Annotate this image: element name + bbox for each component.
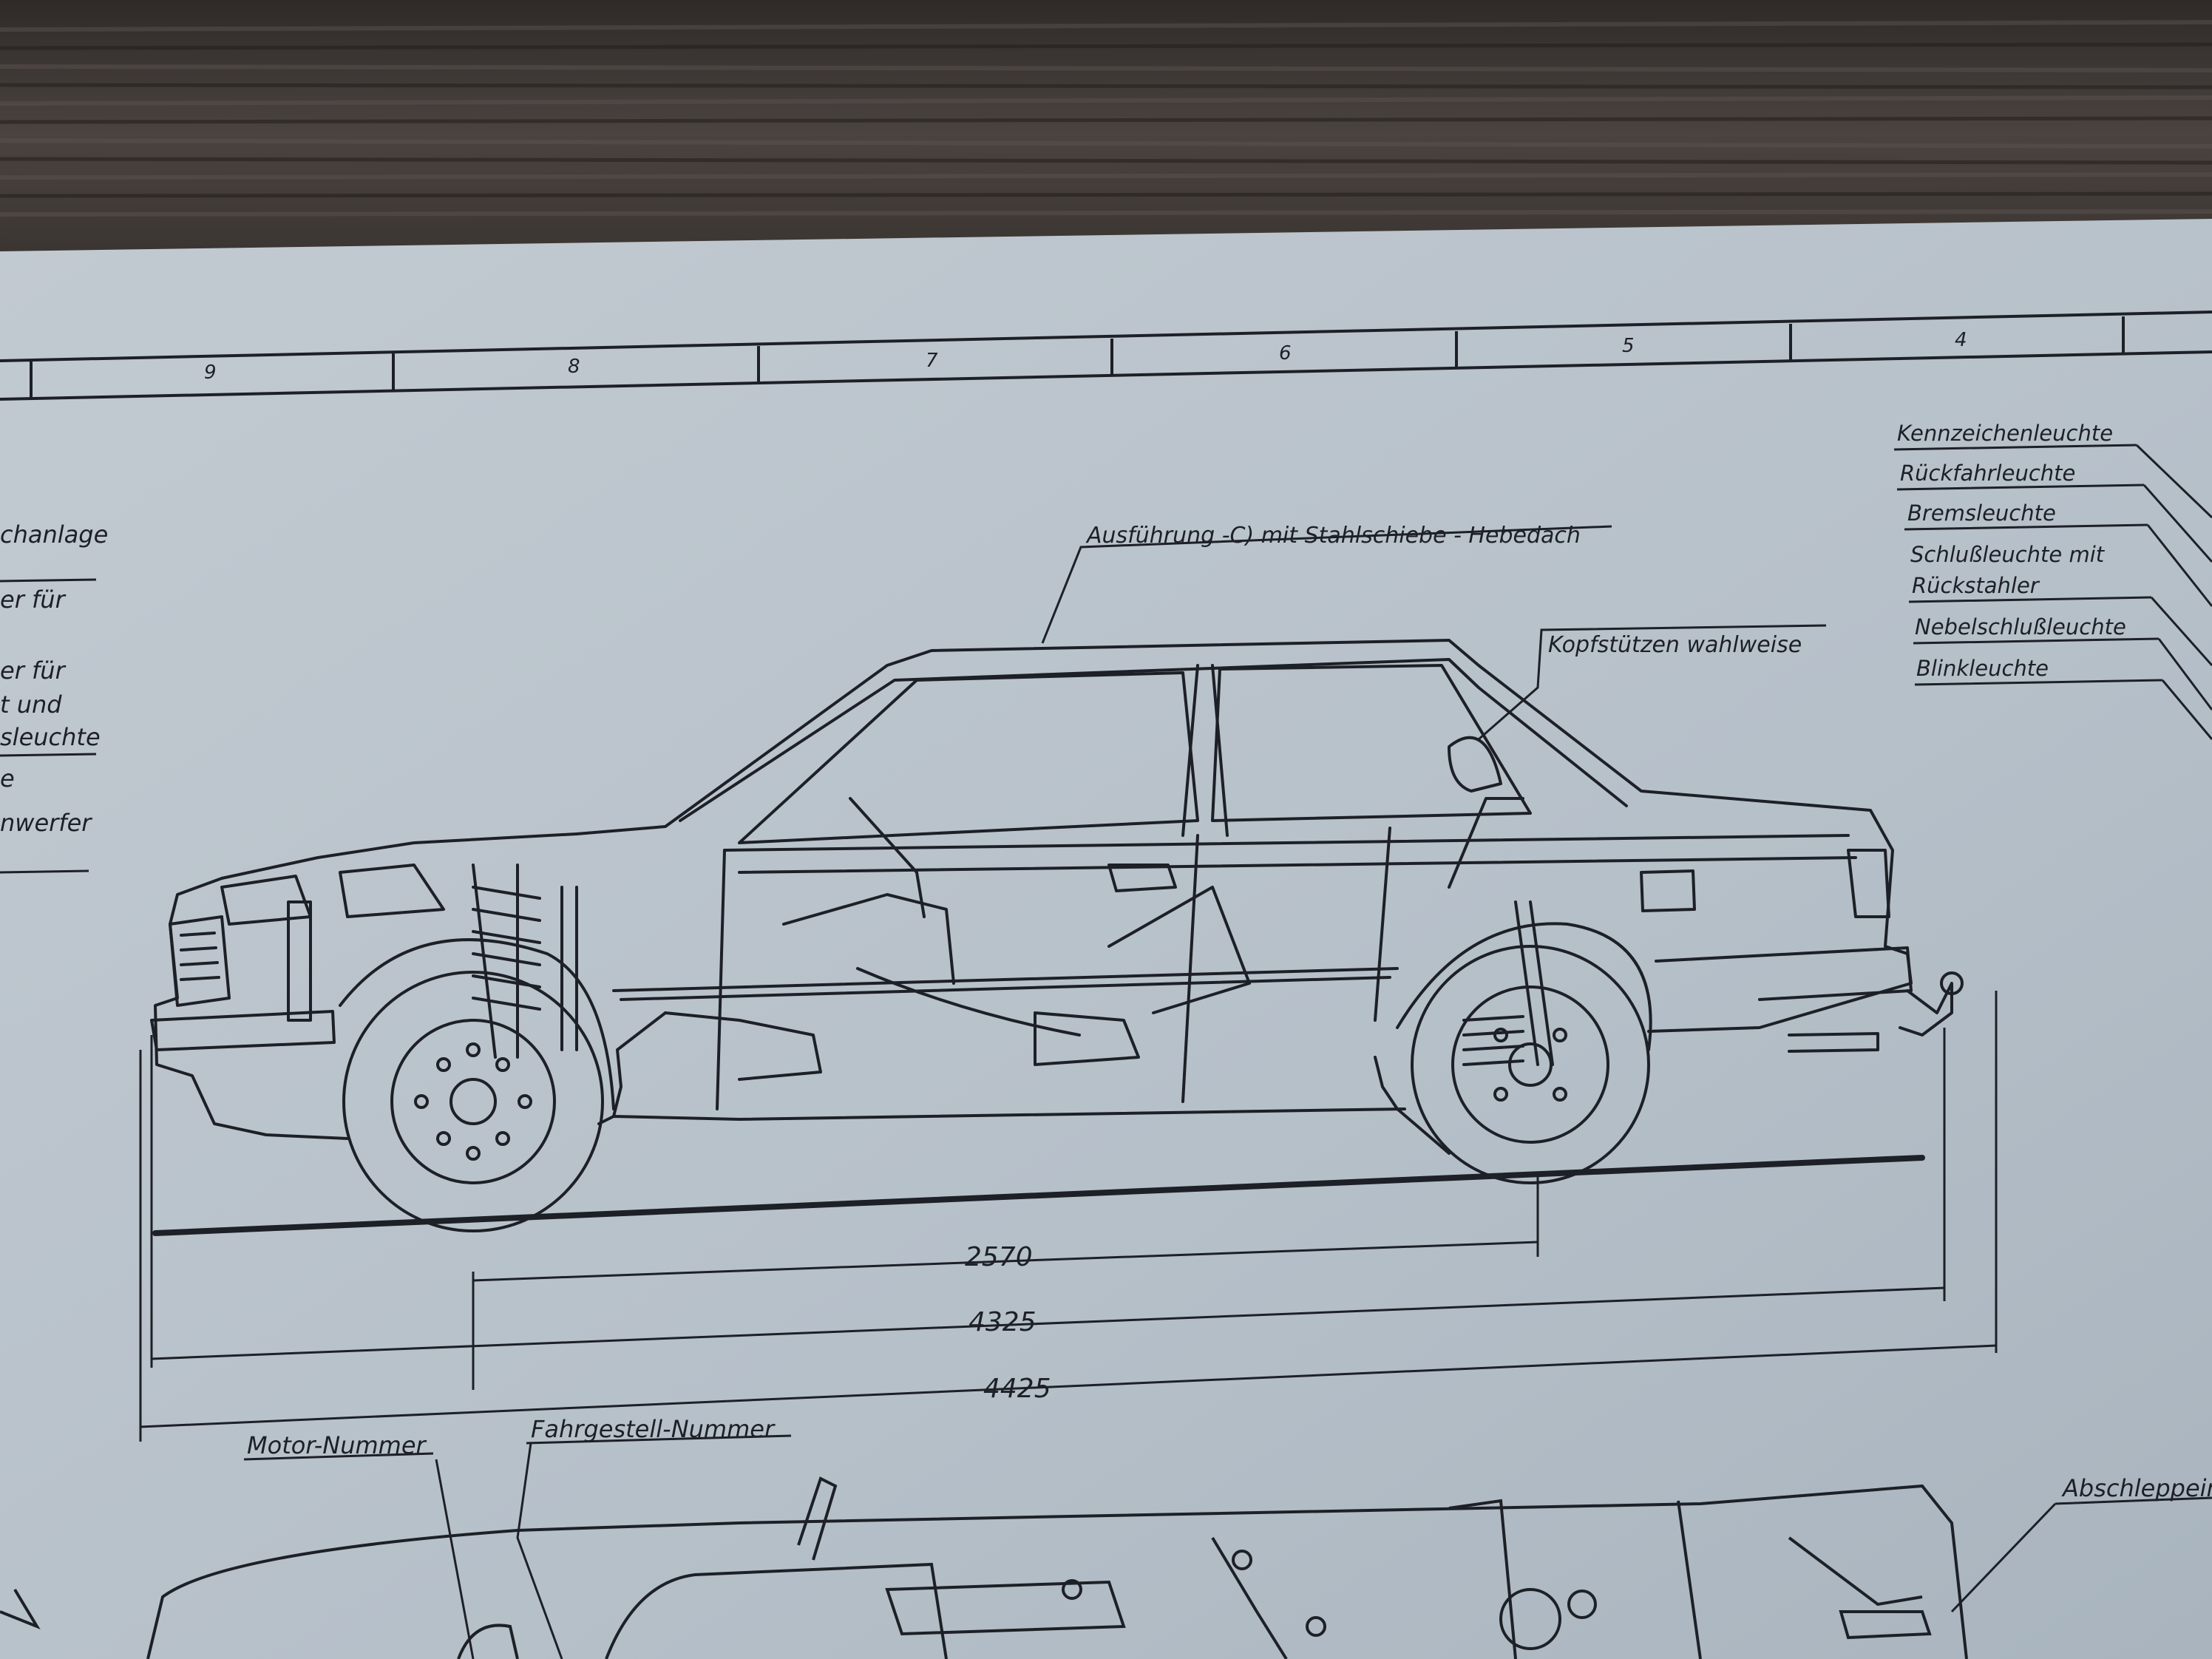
grid-number: 9 [204,362,217,384]
headrest-callout: Kopfstützen wahlweise [1478,624,1827,741]
left-label: t und [0,691,62,719]
grid-number: 4 [1955,329,1967,351]
roof-callout: Ausführung -C) mit Stahlschiebe - Hebeda… [1041,523,1612,644]
car-side-view [150,639,1964,1236]
rear-light-label: Rückfahrleuchte [1900,461,2075,486]
body-length-dimension: 4325 [968,1307,1037,1337]
rear-light-label: Kennzeichenleuchte [1897,421,2113,446]
grid-number: 6 [1279,342,1292,364]
left-labels: chanlage er für er für t und sleuchte e … [0,520,108,874]
left-label: e [0,764,15,793]
grid-bar [0,311,2212,401]
wheelbase-dimension: 2570 [965,1242,1033,1272]
dimension-values: 2570 4325 4425 [965,1242,1051,1404]
rear-light-label: Rückstahler [1912,573,2040,598]
wooden-table [0,0,2212,266]
tow-label: Abschleppein [2061,1474,2212,1502]
grid-number: 8 [568,356,580,378]
left-label: sleuchte [0,723,101,751]
bottom-drawing [0,1476,1968,1659]
left-label: er für [0,657,67,685]
grid-number: 5 [1622,335,1635,357]
left-label: er für [0,586,67,614]
rear-light-label: Schlußleuchte mit [1910,542,2106,567]
grid-numbers: 9 8 7 6 5 4 [204,329,1967,384]
roof-callout-label: Ausführung -C) mit Stahlschiebe - Hebeda… [1085,523,1581,549]
dimension-lines [139,991,1998,1442]
left-label: chanlage [0,520,108,549]
grid-number: 7 [926,350,938,372]
overall-length-dimension: 4425 [983,1374,1051,1404]
rear-lights-legend: Kennzeichenleuchte Rückfahrleuchte Brems… [1893,421,2212,740]
bottom-labels: Motor-Nummer Fahrgestell-Nummer Abschlep… [243,1415,2212,1659]
rear-light-label: Blinkleuchte [1916,656,2049,681]
rear-light-label: Nebelschlußleuchte [1915,614,2126,639]
headrest-callout-label: Kopfstützen wahlweise [1548,632,1802,658]
chassis-number-label: Fahrgestell-Nummer [531,1415,776,1443]
left-label: nwerfer [0,809,92,837]
rear-light-label: Bremsleuchte [1907,501,2056,526]
